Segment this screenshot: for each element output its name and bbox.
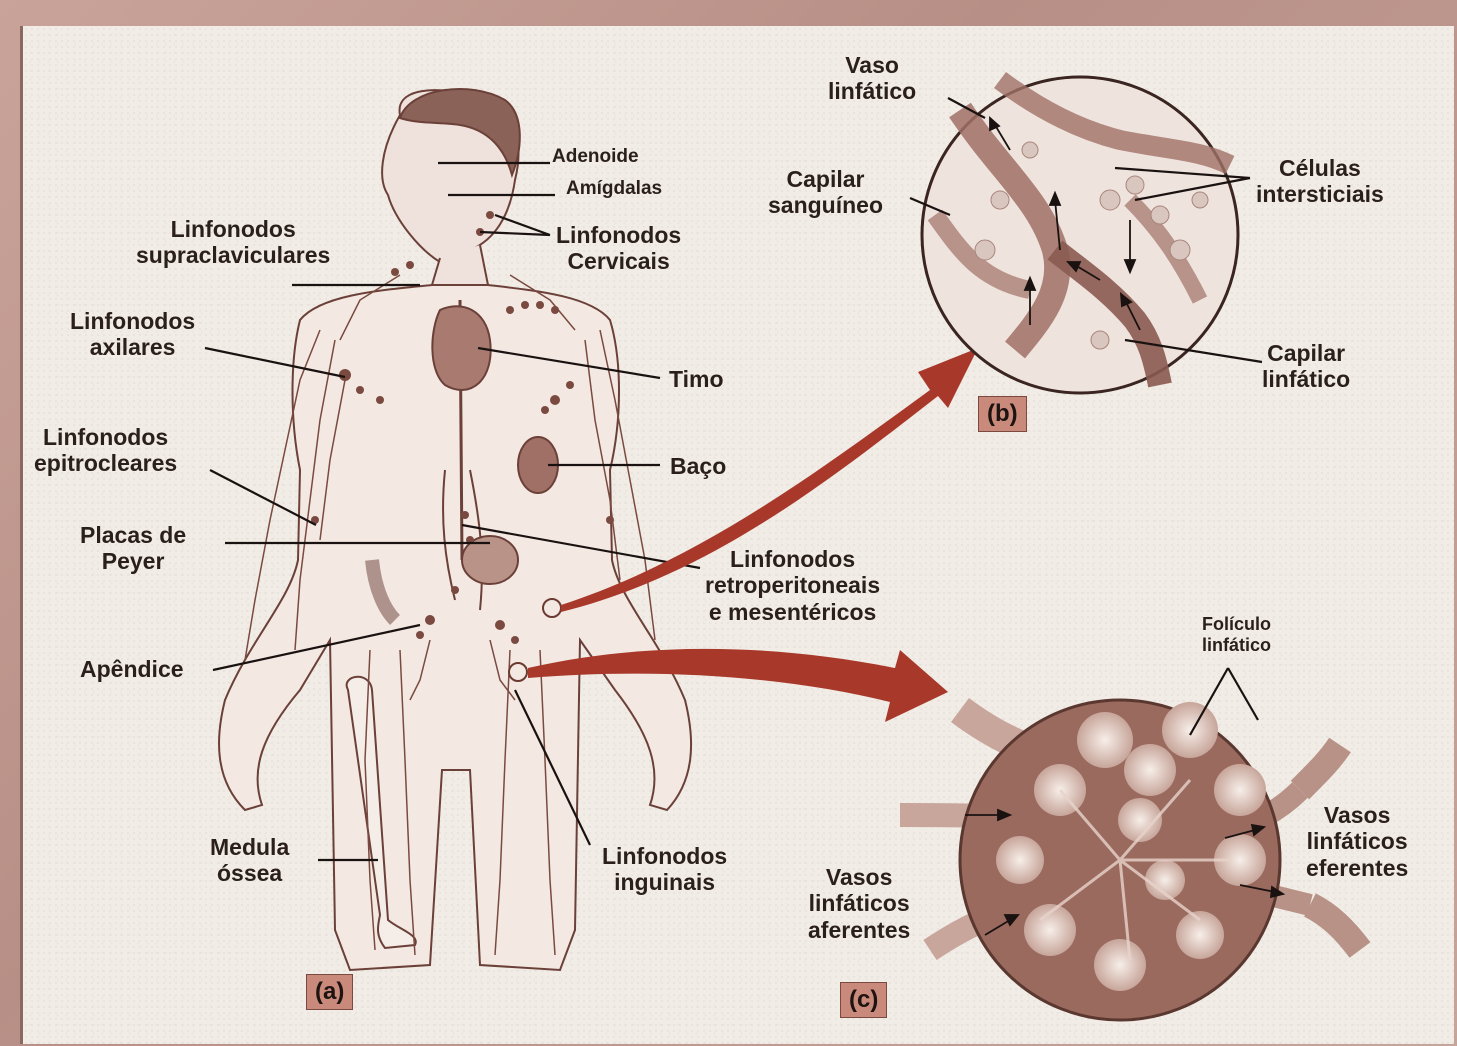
arrow-to-c xyxy=(528,649,948,722)
label-vasos-aferentes: Vasos linfáticos aferentes xyxy=(808,864,910,943)
label-linfonodos-supraclaviculares: Linfonodos supraclaviculares xyxy=(136,216,330,269)
panel-tag-c: (c) xyxy=(840,982,887,1018)
label-linfonodos-retroperitoneais: Linfonodos retroperitoneais e mesentéric… xyxy=(705,546,880,625)
panel-tag-a: (a) xyxy=(306,974,353,1010)
label-vaso-linfatico: Vaso linfático xyxy=(828,52,916,105)
label-adenoide: Adenoide xyxy=(552,146,639,168)
label-foliculo-linfatico: Folículo linfático xyxy=(1202,614,1271,655)
label-linfonodos-epitrocleares: Linfonodos epitrocleares xyxy=(34,424,177,477)
label-linfonodos-axilares: Linfonodos axilares xyxy=(70,308,195,361)
label-capilar-sanguineo: Capilar sanguíneo xyxy=(768,166,883,219)
panel-tag-b: (b) xyxy=(978,396,1027,432)
label-linfonodos-inguinais: Linfonodos inguinais xyxy=(602,843,727,896)
label-capilar-linfatico: Capilar linfático xyxy=(1262,340,1350,393)
label-celulas-intersticiais: Células intersticiais xyxy=(1256,155,1384,208)
label-linfonodos-cervicais: Linfonodos Cervicais xyxy=(556,222,681,275)
lymph-node xyxy=(900,700,1360,1020)
label-vasos-eferentes: Vasos linfáticos eferentes xyxy=(1306,802,1408,881)
label-apendice: Apêndice xyxy=(80,656,184,682)
label-amigdalas: Amígdalas xyxy=(566,178,662,200)
tissue-circle xyxy=(922,77,1238,393)
label-medula-ossea: Medula óssea xyxy=(210,834,289,887)
label-timo: Timo xyxy=(669,366,724,392)
label-placas-de-peyer: Placas de Peyer xyxy=(80,522,186,575)
label-baco: Baço xyxy=(670,453,726,479)
